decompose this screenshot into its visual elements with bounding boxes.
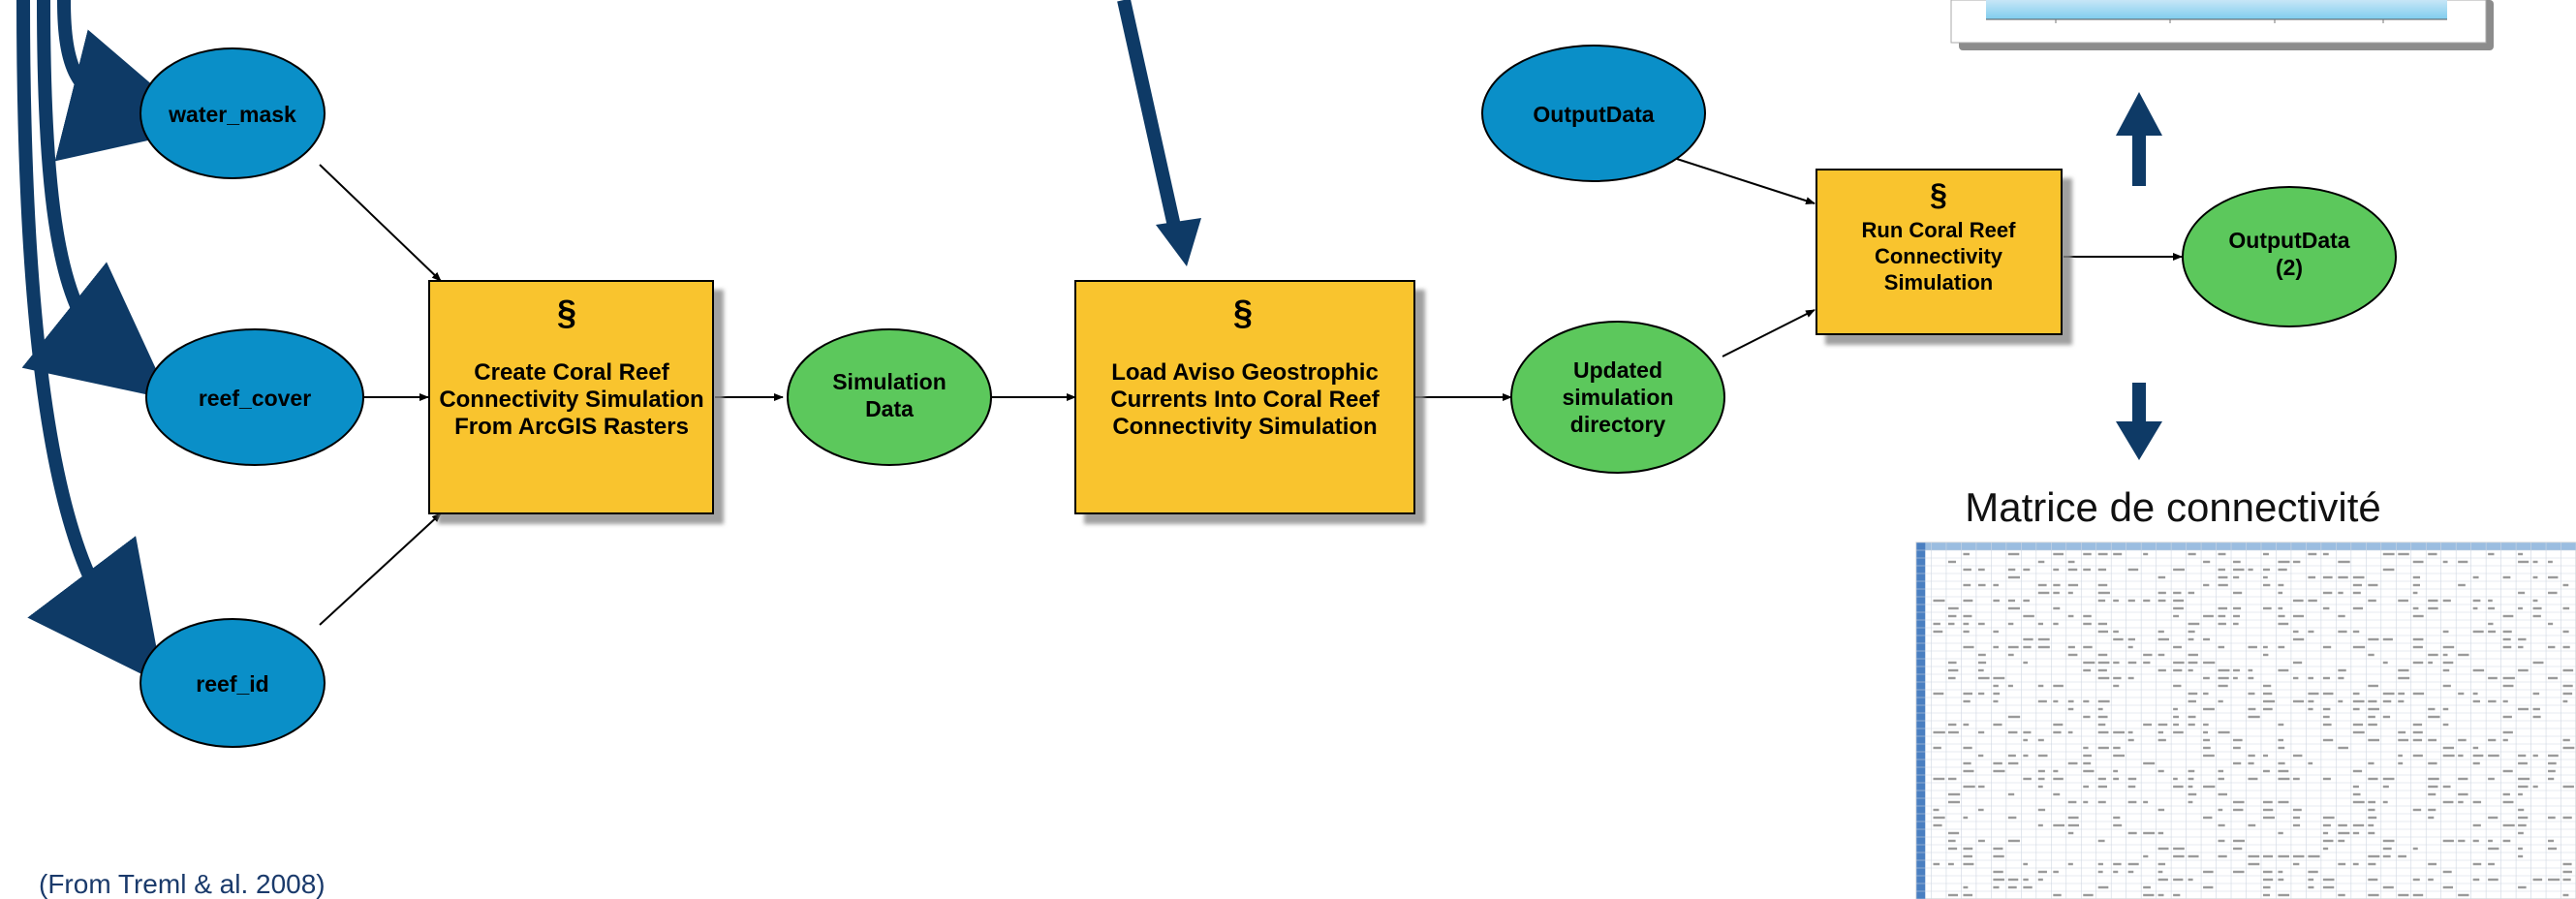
source-caption: (From Treml & al. 2008) <box>39 869 326 899</box>
tool-load-label-1: Load Aviso Geostrophic <box>1111 359 1379 386</box>
svg-text:§: § <box>1233 293 1253 332</box>
svg-text:§: § <box>1930 177 1947 212</box>
tool-create-label-2: Connectivity Simulation <box>439 387 703 413</box>
svg-text:simulation: simulation <box>1562 385 1673 410</box>
tool-create-label-3: From ArcGIS Rasters <box>454 414 689 440</box>
svg-text:reef_id: reef_id <box>196 671 268 697</box>
tool-run-label-3: Simulation <box>1884 270 1993 294</box>
tool-run-label-2: Connectivity <box>1875 244 2003 268</box>
up-arrow <box>2116 92 2162 186</box>
tool-run-label-1: Run Coral Reef <box>1862 218 2017 242</box>
tool-load-label-2: Currents Into Coral Reef <box>1110 387 1380 413</box>
script-tool-icon: § <box>557 293 576 332</box>
svg-text:directory: directory <box>1570 412 1666 437</box>
node-updated-directory[interactable]: Updated simulation directory <box>1510 321 1725 474</box>
script-tool-icon: § <box>1930 177 1947 212</box>
tool-load-currents[interactable] <box>1074 280 1415 514</box>
map-thumbnail <box>1950 0 2494 50</box>
node-simulation-data[interactable]: Simulation Data <box>787 328 992 466</box>
down-arrow <box>2116 383 2162 460</box>
script-tool-icon: § <box>1233 293 1253 332</box>
node-reef-id[interactable]: reef_id <box>140 618 326 748</box>
svg-text:Simulation: Simulation <box>832 369 947 394</box>
node-output-data-2[interactable]: OutputData (2) <box>2182 186 2397 327</box>
svg-text:reef_cover: reef_cover <box>199 386 311 411</box>
svg-text:Data: Data <box>865 396 914 421</box>
tool-run-simulation[interactable] <box>1816 169 2063 335</box>
tool-create-simulation[interactable] <box>428 280 714 514</box>
node-output-data[interactable]: OutputData <box>1481 45 1706 182</box>
svg-text:water_mask: water_mask <box>168 102 296 127</box>
top-input-arrow <box>1117 0 1201 266</box>
tool-load-label-3: Connectivity Simulation <box>1112 414 1377 440</box>
svg-text:§: § <box>557 293 576 332</box>
svg-text:(2): (2) <box>2276 255 2303 280</box>
svg-text:Updated: Updated <box>1573 357 1662 383</box>
input-arrows <box>16 0 203 686</box>
svg-text:OutputData: OutputData <box>2228 228 2349 253</box>
node-reef-cover[interactable]: reef_cover <box>145 328 364 466</box>
svg-text:OutputData: OutputData <box>1533 102 1654 127</box>
tool-create-label-1: Create Coral Reef <box>474 359 669 386</box>
connectivity-matrix <box>1915 542 2576 899</box>
matrix-title: Matrice de connectivité <box>1965 484 2381 530</box>
node-water-mask[interactable]: water_mask <box>140 47 326 179</box>
